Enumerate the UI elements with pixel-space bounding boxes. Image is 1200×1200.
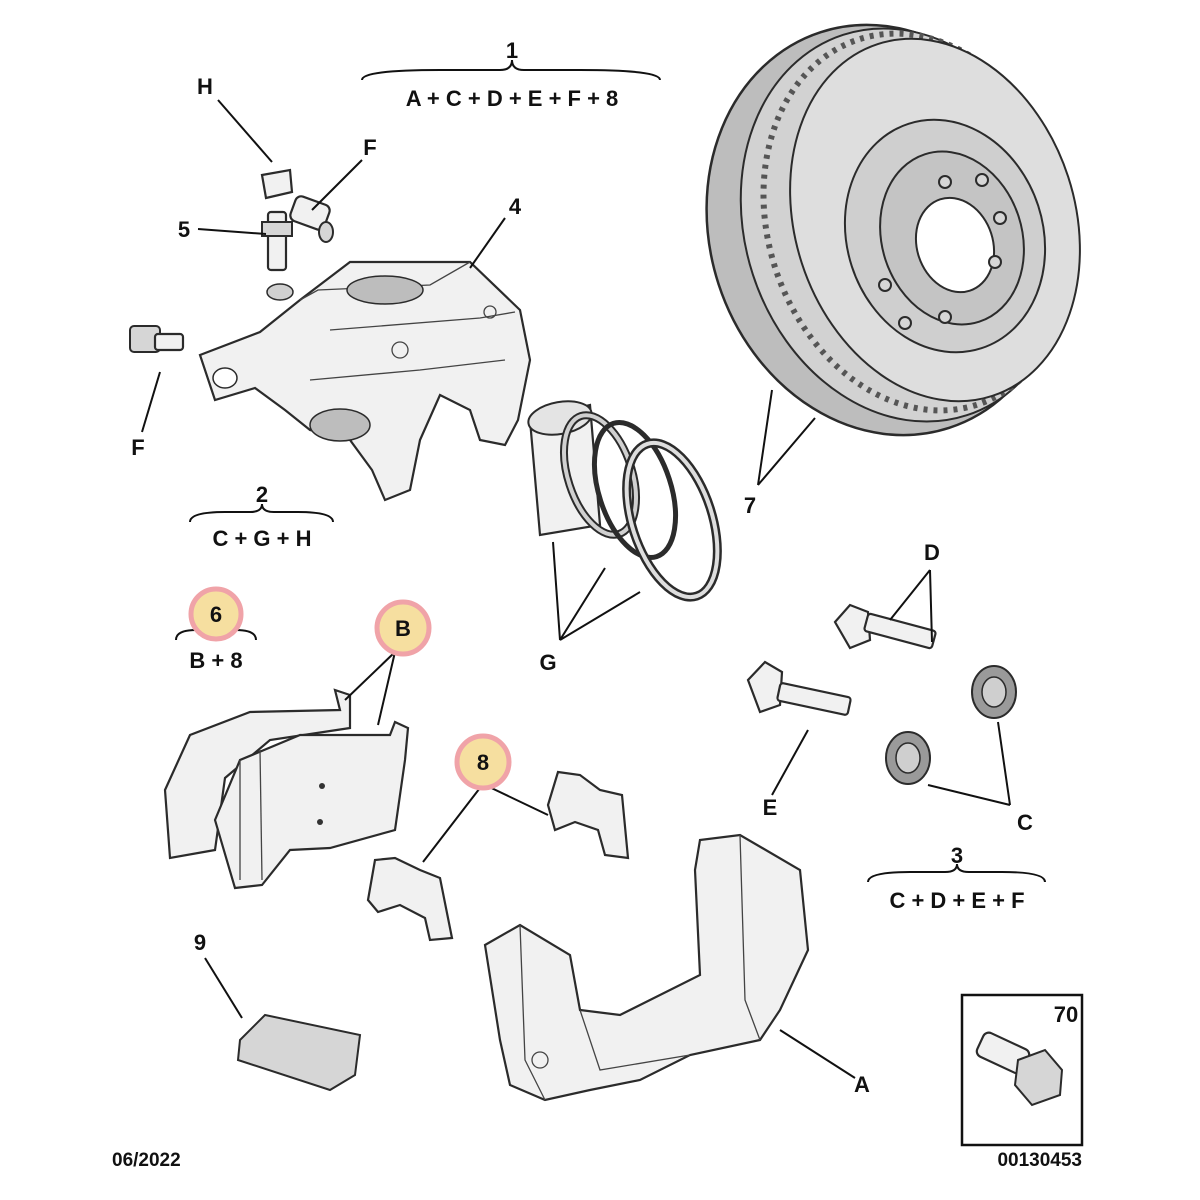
- callout-G: G: [539, 650, 556, 675]
- item-9-illustration: [236, 1013, 362, 1092]
- leader-8: [422, 783, 549, 863]
- group-6-formula: B + 8: [189, 648, 242, 673]
- piston-seals-illustration: [527, 400, 722, 602]
- leader-A: [779, 1029, 856, 1079]
- highlight-8: [454, 733, 512, 791]
- callout-H: H: [197, 74, 213, 99]
- guide-bolt-left-illustration: [129, 325, 185, 353]
- callout-5: 5: [178, 217, 190, 242]
- brace-2: [189, 503, 334, 523]
- footer-reference: 00130453: [997, 1150, 1082, 1171]
- leader-E: [771, 729, 809, 796]
- callout-C: C: [1017, 810, 1033, 835]
- brake-pads-illustration: [163, 688, 410, 890]
- guide-bolt-top-illustration: [289, 195, 334, 243]
- highlight-6: [188, 586, 244, 642]
- callout-4: 4: [509, 194, 522, 219]
- leader-7: [757, 389, 816, 486]
- spring-clips-illustration: [366, 770, 630, 942]
- brace-1: [361, 59, 661, 81]
- inset-number: 70: [1054, 1002, 1078, 1027]
- group-1-formula: A + C + D + E + F + 8: [406, 86, 619, 111]
- carrier-bracket-illustration: [483, 833, 810, 1102]
- dust-boots-illustration: [885, 665, 1017, 785]
- leader-9: [204, 957, 243, 1019]
- leader-F-top: [311, 159, 363, 211]
- callout-D: D: [924, 540, 940, 565]
- group-2-formula: C + G + H: [212, 526, 311, 551]
- callout-A: A: [854, 1072, 870, 1097]
- brake-disc-illustration: [705, 23, 1081, 437]
- group-6-number: 6: [210, 602, 222, 627]
- brace-3: [867, 863, 1046, 883]
- callout-B: B: [395, 616, 411, 641]
- callout-F-top: F: [363, 135, 376, 160]
- leader-4: [469, 217, 506, 269]
- guide-pins-illustration: [746, 603, 937, 716]
- bleed-screw-illustration: [260, 168, 294, 272]
- callout-8: 8: [477, 750, 489, 775]
- callout-E: E: [763, 795, 778, 820]
- leader-5: [197, 228, 267, 235]
- leader-G: [552, 541, 641, 641]
- inset-box: [960, 993, 1084, 1147]
- footer-date: 06/2022: [112, 1150, 181, 1171]
- leader-H: [217, 99, 273, 163]
- leader-D: [889, 569, 933, 643]
- group-3-number: 3: [951, 843, 963, 868]
- leader-C: [927, 721, 1011, 806]
- group-2-number: 2: [256, 482, 268, 507]
- callout-9: 9: [194, 930, 206, 955]
- leader-F-left: [141, 371, 161, 433]
- callout-F-left: F: [131, 435, 144, 460]
- caliper-illustration: [198, 260, 532, 502]
- highlight-B: [374, 599, 432, 657]
- group-1-number: 1: [506, 38, 518, 63]
- leader-B: [344, 651, 396, 726]
- group-3-formula: C + D + E + F: [889, 888, 1024, 913]
- callout-7: 7: [744, 493, 756, 518]
